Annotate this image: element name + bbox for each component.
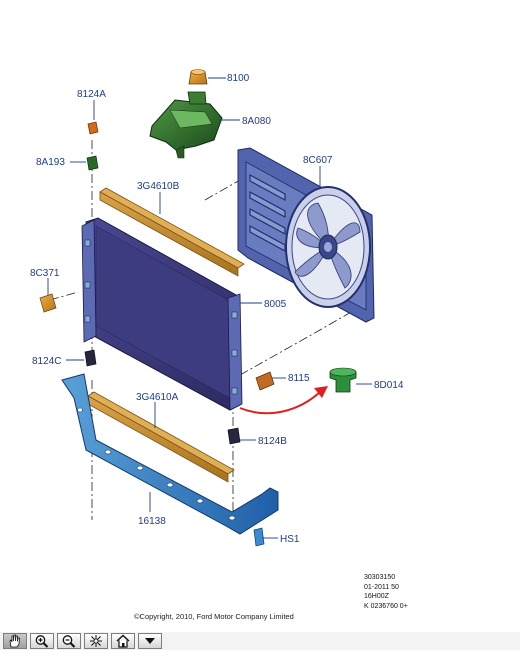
reference-line: K 0236760 0+ xyxy=(364,602,408,610)
viewer-toolbar xyxy=(0,632,520,650)
red-direction-arrow xyxy=(239,386,328,415)
callout-3G4610A: 3G4610A xyxy=(136,392,179,403)
reference-code: 30303150 01-2011 50 16H00Z K 0236760 0+ xyxy=(364,573,408,611)
callout-HS1: HS1 xyxy=(280,534,300,545)
zoom-out-button[interactable] xyxy=(57,633,81,649)
callout-8124A: 8124A xyxy=(77,89,106,100)
bracket-8124A-part xyxy=(87,121,99,135)
zoom-in-button[interactable] xyxy=(30,633,54,649)
reference-line: 01-2011 50 xyxy=(364,583,399,591)
exploded-parts-diagram: 8100 8124A 8A080 8A193 8C607 3G4610B 8C3… xyxy=(30,69,404,547)
zoom-out-icon xyxy=(62,635,76,648)
radiator-part xyxy=(81,217,243,411)
callout-8124B: 8124B xyxy=(258,436,287,447)
dropdown-button[interactable] xyxy=(138,633,162,649)
callout-8A193: 8A193 xyxy=(36,157,65,168)
radiator-support-part xyxy=(61,373,279,535)
dropdown-arrow-icon xyxy=(145,638,155,644)
callout-8A080: 8A080 xyxy=(242,116,271,127)
reference-line: 30303150 xyxy=(364,574,396,581)
bracket-8124B-part xyxy=(227,427,241,445)
fit-to-window-icon xyxy=(90,635,102,647)
pan-hand-icon xyxy=(9,634,20,648)
fan-shroud-part xyxy=(237,147,375,323)
callout-8124C: 8124C xyxy=(32,356,61,367)
home-icon xyxy=(116,634,130,648)
insulator-8A193-part xyxy=(86,155,99,171)
callout-8115: 8115 xyxy=(288,373,310,384)
callout-8C607: 8C607 xyxy=(303,155,333,166)
drain-plug-8D014-part xyxy=(329,367,357,393)
lower-seal-strip-3G4610A xyxy=(87,391,235,483)
zoom-in-icon xyxy=(35,635,49,648)
callout-8C371: 8C371 xyxy=(30,268,60,279)
bracket-8124C-part xyxy=(84,349,97,367)
insulator-8C371-part xyxy=(39,293,57,313)
reservoir-cap-part xyxy=(188,69,208,85)
callout-8005: 8005 xyxy=(264,299,287,310)
upper-seal-strip-3G4610B xyxy=(99,187,245,277)
copyright-notice: ©Copyright, 2010, Ford Motor Company Lim… xyxy=(134,612,294,621)
home-button[interactable] xyxy=(111,633,135,649)
leader-lines xyxy=(47,77,372,539)
callout-3G4610B: 3G4610B xyxy=(137,181,180,192)
callout-16138: 16138 xyxy=(138,516,166,527)
pan-button[interactable] xyxy=(3,633,27,649)
reference-line: 16H00Z xyxy=(364,593,389,600)
fit-to-window-button[interactable] xyxy=(84,633,108,649)
callout-8100: 8100 xyxy=(227,73,250,84)
clip-HS1-part xyxy=(253,527,265,547)
coolant-reservoir-part xyxy=(149,91,223,159)
callout-labels: 8100 8124A 8A080 8A193 8C607 3G4610B 8C3… xyxy=(30,73,404,545)
sensor-8115-part xyxy=(255,371,275,391)
callout-8D014: 8D014 xyxy=(374,380,404,391)
